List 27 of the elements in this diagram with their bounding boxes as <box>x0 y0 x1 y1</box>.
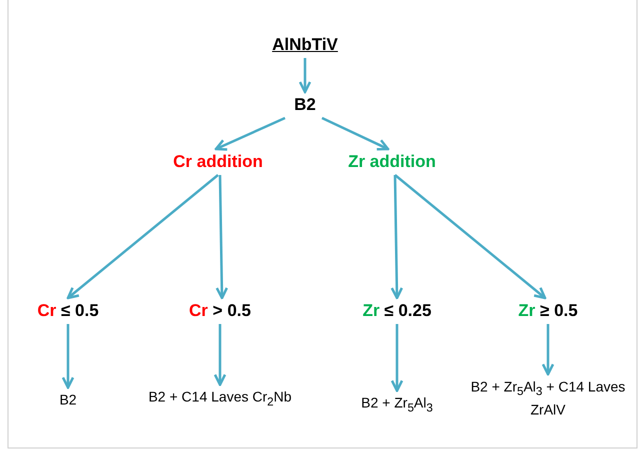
arrow <box>542 324 554 376</box>
arrow <box>390 324 404 392</box>
addition-label: B2 <box>294 95 316 115</box>
phase-result: B2 + Zr$_{5}$Al$_{3}$ + C14 Laves ZrAlV <box>463 377 633 419</box>
element-label: Zr <box>362 301 380 321</box>
addition-label: Zr addition <box>348 152 436 172</box>
arrow <box>321 116 390 151</box>
arrow <box>390 174 404 300</box>
addition-label: Cr addition <box>173 152 263 172</box>
arrow <box>214 116 286 151</box>
arrow <box>214 324 226 386</box>
phase-result: B2 + Zr$_{5}$Al$_{3}$ <box>361 394 433 416</box>
element-label: Cr <box>37 301 56 321</box>
arrow <box>298 58 312 94</box>
composition-value: ≤ 0.25 <box>384 301 432 321</box>
phase-result: B2 + C14 Laves Cr$_{2}$Nb <box>148 388 292 410</box>
arrow <box>66 174 219 300</box>
composition-value: > 0.5 <box>212 301 251 321</box>
arrow <box>394 174 546 300</box>
arrow <box>62 324 74 389</box>
element-label: Cr <box>189 301 208 321</box>
composition-value: ≤ 0.5 <box>60 301 99 321</box>
alloy-title: AlNbTiV <box>272 35 338 55</box>
element-label: Zr <box>518 301 536 321</box>
arrow <box>216 174 228 300</box>
phase-result: B2 <box>59 390 77 410</box>
composition-value: ≥ 0.5 <box>540 301 578 321</box>
